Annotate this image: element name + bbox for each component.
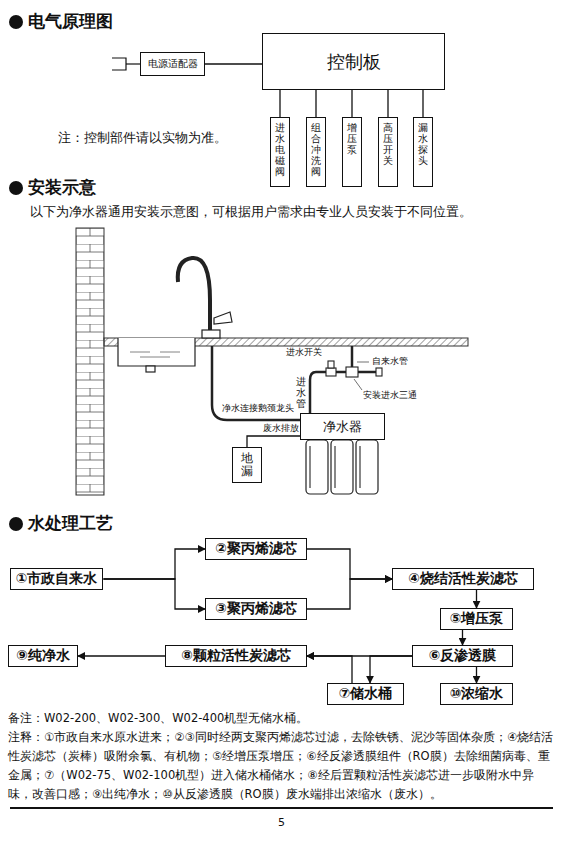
edge-label: 废水排放 [263, 423, 299, 434]
node-text: ⑦储水桶 [339, 685, 393, 703]
part-label: 进水开关 [286, 347, 322, 359]
connector [279, 90, 280, 117]
process-box: ⑩浓缩水 [440, 683, 513, 705]
connector [462, 630, 463, 645]
purifier-box: 净水器 [300, 413, 385, 440]
connector [205, 63, 262, 64]
connector [103, 579, 205, 609]
component-box: 组合冲洗阀 [306, 117, 326, 187]
component-box: 增压泵 [342, 117, 362, 187]
connector [387, 90, 388, 117]
page-number: 5 [278, 816, 285, 830]
sink [118, 338, 195, 372]
page-rule [10, 807, 553, 809]
connector [315, 90, 316, 117]
section-heading: 电气原理图 [28, 10, 113, 32]
connector [307, 549, 392, 579]
intro-text: 以下为净水器通用安装示意图，可根据用户需求由专业人员安装于不同位置。 [30, 204, 472, 221]
brick-wall [76, 228, 104, 495]
node-text: ⑨纯净水 [16, 647, 70, 665]
connector [476, 590, 477, 608]
note-text: 注：控制部件请以实物为准。 [58, 130, 227, 147]
part-label: 净水连接鹅颈龙头 [222, 403, 294, 415]
component-box: 漏水探头 [413, 117, 433, 187]
control-board: 控制板 [262, 33, 445, 90]
node-text: ⑥反渗透膜 [429, 647, 497, 665]
node-text: 增压泵 [347, 122, 357, 155]
node-text: 净水器 [323, 418, 362, 436]
filter-cartridges [306, 440, 378, 494]
leader-lines [354, 362, 369, 390]
floor-drain: 地漏 [232, 447, 262, 483]
process-box: ⑥反渗透膜 [412, 645, 513, 667]
node-text: 地漏 [241, 452, 253, 478]
section-heading: 安装示意 [28, 176, 96, 198]
node-text: ②聚丙烯滤芯 [215, 540, 297, 558]
process-box: ⑦储水桶 [327, 683, 404, 705]
connector [78, 655, 165, 656]
process-box: ⑨纯净水 [8, 645, 78, 667]
node-text: 进水电磁阀 [275, 122, 285, 177]
plug [112, 58, 140, 70]
node-text: 组合冲洗阀 [311, 122, 321, 177]
connector [307, 656, 352, 683]
part-label: 安装进水三通 [363, 390, 417, 402]
process-box: ①市政自来水 [10, 568, 104, 590]
pipes [212, 346, 378, 420]
node-text: 高压开关 [383, 122, 393, 166]
part-label: 自来水管 [372, 356, 408, 368]
adapter-box: 电源适配器 [140, 52, 205, 76]
node-text: ⑩浓缩水 [450, 685, 504, 703]
node-text: 电源适配器 [148, 57, 198, 71]
process-box: ④烧结活性炭滤芯 [392, 568, 534, 590]
process-box: ②聚丙烯滤芯 [205, 538, 307, 560]
connector [370, 656, 412, 683]
faucet [178, 258, 232, 338]
connector [422, 90, 423, 117]
component-box: 进水电磁阀 [270, 117, 290, 187]
process-box: ③聚丙烯滤芯 [205, 598, 307, 620]
process-box: ⑧颗粒活性炭滤芯 [165, 645, 307, 667]
node-text: ⑧颗粒活性炭滤芯 [181, 647, 291, 665]
connector [247, 436, 300, 447]
node-text: ③聚丙烯滤芯 [215, 600, 297, 618]
connector [476, 667, 477, 683]
connector [103, 549, 205, 579]
connector [307, 579, 392, 609]
node-text: 控制板 [327, 50, 381, 74]
process-box: ⑤增压泵 [440, 608, 513, 630]
connector [351, 90, 352, 117]
section-heading: 水处理工艺 [28, 512, 113, 534]
note-text: 备注：W02-200、W02-300、W02-400机型无储水桶。 [8, 711, 556, 726]
node-text: 漏水探头 [418, 122, 428, 166]
node-text: ⑤增压泵 [450, 610, 504, 628]
part-label: 进水管 [296, 376, 306, 409]
component-box: 高压开关 [378, 117, 398, 187]
node-text: ④烧结活性炭滤芯 [408, 570, 518, 588]
note-text: 注释：①市政自来水原水进来；②③同时经两支聚丙烯滤芯过滤，去除铁锈、泥沙等固体杂… [8, 728, 556, 804]
node-text: ①市政自来水 [16, 570, 98, 588]
heading-bullet [9, 15, 23, 531]
